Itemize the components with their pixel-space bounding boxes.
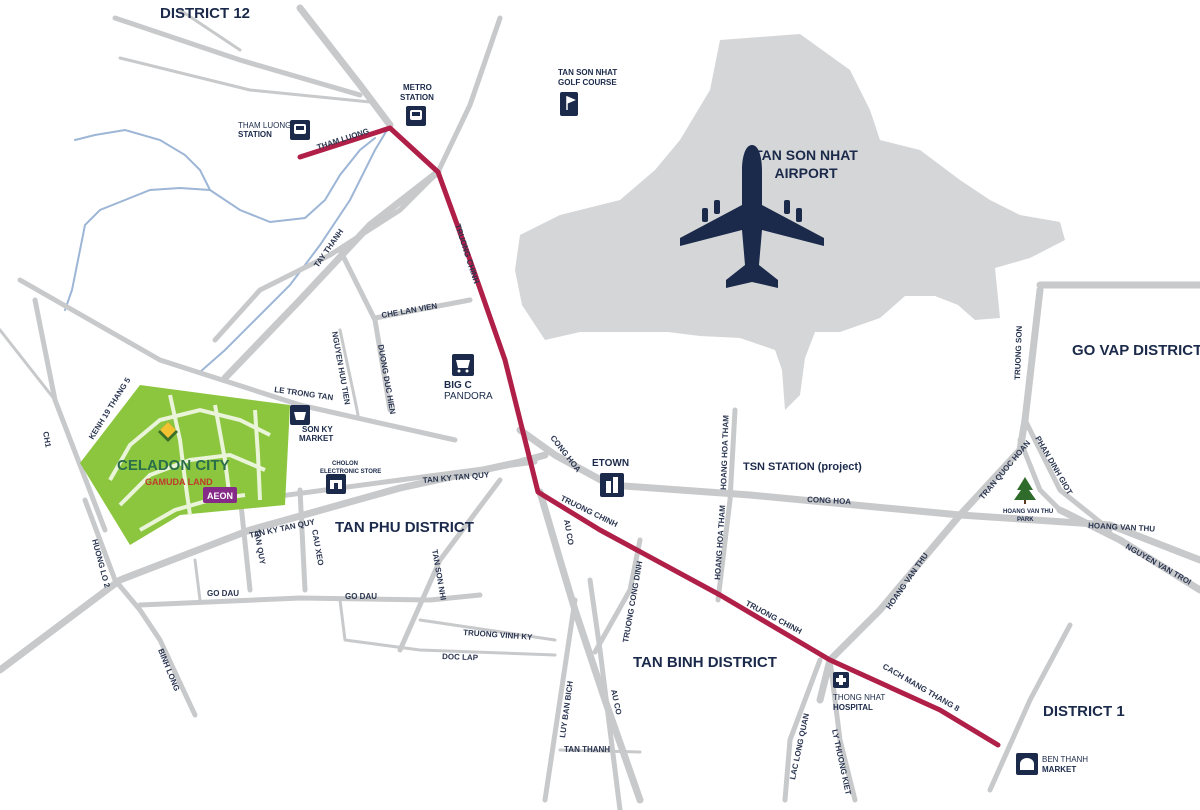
road-label: CHE LAN VIEN: [381, 301, 438, 320]
big-c-pandora-poi[interactable]: BIG C PANDORA: [444, 354, 493, 402]
district-1-label: DISTRICT 1: [1043, 703, 1125, 720]
project-developer: GAMUDA LAND: [145, 477, 213, 487]
svg-text:ELECTRONIC STORE: ELECTRONIC STORE: [320, 469, 381, 475]
road-label: HOANG HOA THAM: [719, 415, 731, 490]
svg-text:BIG C: BIG C: [444, 380, 472, 391]
etown-poi[interactable]: ETOWN: [592, 458, 629, 497]
road-label: CONG HOA: [807, 495, 852, 506]
svg-text:TAN SON NHAT: TAN SON NHAT: [558, 68, 617, 77]
road-label: TRUONG SON: [1013, 325, 1024, 380]
svg-text:MARKET: MARKET: [1042, 765, 1076, 774]
road-label: HOANG VAN THU: [1088, 521, 1156, 534]
aeon-logo: AEON: [203, 487, 237, 503]
son-ky-market-poi[interactable]: SON KY MARKET: [290, 405, 333, 443]
shopping-cart-icon: [456, 360, 470, 368]
svg-text:ETOWN: ETOWN: [592, 458, 629, 469]
road-label: CH1: [41, 431, 53, 449]
tree-icon: [1014, 477, 1036, 500]
tan-binh-district-label: TAN BINH DISTRICT: [633, 654, 777, 671]
svg-text:PARK: PARK: [1017, 517, 1034, 523]
project-name: CELADON CITY: [117, 457, 230, 474]
golf-course-poi[interactable]: TAN SON NHAT GOLF COURSE: [558, 68, 617, 116]
svg-text:CHOLON: CHOLON: [332, 461, 358, 467]
road-label: DUONG DUC HIEN: [376, 344, 397, 415]
road-network: [0, 4, 1200, 810]
svg-text:METRO: METRO: [403, 83, 432, 92]
road-label: CAU XEO: [310, 529, 325, 566]
svg-text:HOSPITAL: HOSPITAL: [833, 703, 873, 712]
basket-icon: [294, 412, 306, 420]
hoang-van-thu-park-poi[interactable]: HOANG VAN THU PARK: [1003, 477, 1053, 523]
highlighted-route: [297, 125, 1001, 748]
svg-text:MARKET: MARKET: [299, 434, 333, 443]
metro-station-poi[interactable]: METRO STATION: [400, 83, 434, 126]
tsn-station-label: TSN STATION (project): [743, 461, 862, 473]
svg-text:SON KY: SON KY: [302, 425, 333, 434]
road-label: TAN THANH: [564, 745, 610, 754]
svg-text:STATION: STATION: [400, 93, 434, 102]
svg-text:PANDORA: PANDORA: [444, 391, 493, 402]
hospital-cross-icon: [836, 675, 846, 685]
svg-text:BEN THANH: BEN THANH: [1042, 755, 1088, 764]
road-label: TRUONG CHINH: [744, 599, 803, 636]
thong-nhat-hospital-poi[interactable]: THONG NHAT HOSPITAL: [833, 672, 885, 712]
svg-text:THONG NHAT: THONG NHAT: [833, 693, 885, 702]
road-label: AU CO: [562, 519, 575, 546]
district-12-label: DISTRICT 12: [160, 5, 250, 22]
celadon-leaf-icon: [158, 422, 178, 442]
road-label: LY THUONG KIET: [830, 729, 853, 796]
road-label: TRUONG CHINH: [453, 223, 481, 285]
cholon-store-poi[interactable]: CHOLON ELECTRONIC STORE: [320, 461, 381, 494]
building-icon: [606, 481, 611, 493]
airplane-icon: [680, 145, 824, 288]
svg-text:GOLF COURSE: GOLF COURSE: [558, 78, 617, 87]
road-label: DOC LAP: [442, 652, 479, 662]
road-label: NGUYEN VAN TROI: [1124, 542, 1193, 587]
road-label: GO DAU: [345, 592, 377, 601]
ben-thanh-market-poi[interactable]: BEN THANH MARKET: [1016, 753, 1088, 775]
tham-luong-station-poi[interactable]: THAM LUONG STATION: [238, 120, 310, 140]
svg-text:AEON: AEON: [207, 491, 233, 501]
airport-label-line1: TAN SON NHAT: [754, 147, 858, 163]
go-vap-district-label: GO VAP DISTRICT: [1072, 342, 1200, 359]
celadon-city-site[interactable]: [80, 385, 290, 545]
svg-text:STATION: STATION: [238, 130, 272, 139]
golf-flag-icon: [566, 95, 576, 110]
svg-text:THAM LUONG: THAM LUONG: [238, 121, 291, 130]
tan-phu-district-label: TAN PHU DISTRICT: [335, 519, 474, 536]
svg-text:HOANG VAN THU: HOANG VAN THU: [1003, 509, 1053, 515]
road-label: HOANG VAN THU: [884, 551, 930, 611]
road-label: TRUONG VINH KY: [463, 628, 533, 642]
market-dome-icon: [1020, 758, 1034, 770]
road-label: TAN KY TAN QUY: [422, 470, 490, 485]
road-label: GO DAU: [207, 589, 239, 598]
airport-label-line2: AIRPORT: [775, 165, 838, 181]
